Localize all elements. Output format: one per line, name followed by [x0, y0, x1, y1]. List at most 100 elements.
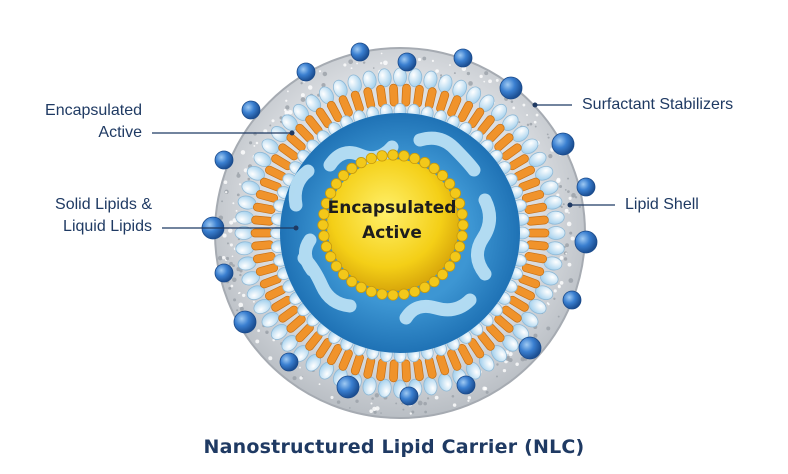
solid-lipid-chain	[338, 95, 353, 117]
solid-lipid-chain	[338, 349, 353, 371]
leader-dot	[293, 225, 299, 231]
shell-speckle	[526, 114, 529, 117]
shell-speckle	[271, 119, 275, 123]
label-lipid-shell: Lipid Shell	[625, 194, 699, 216]
phospholipid-bead	[528, 151, 547, 167]
shell-speckle	[568, 196, 572, 200]
shell-speckle	[479, 74, 483, 79]
core-bead	[436, 268, 449, 281]
shell-speckle	[495, 78, 499, 82]
shell-speckle	[236, 193, 240, 197]
core-bead	[449, 187, 461, 199]
shell-speckle	[564, 189, 567, 191]
shell-speckle	[380, 62, 383, 65]
shell-speckle	[322, 71, 328, 77]
shell-speckle	[300, 93, 305, 98]
shell-speckle	[222, 233, 227, 238]
shell-speckle	[299, 376, 303, 380]
phospholipid-bead	[535, 165, 554, 181]
shell-speckle	[533, 120, 537, 124]
shell-speckle	[535, 113, 539, 117]
shell-speckle	[226, 242, 229, 245]
core-bead	[317, 219, 329, 231]
shell-speckle	[228, 228, 233, 233]
surfactant-ball	[562, 290, 582, 310]
shell-speckle	[566, 221, 572, 227]
core-bead	[409, 285, 421, 298]
shell-speckle	[567, 262, 572, 267]
shell-speckle	[349, 407, 351, 409]
solid-lipid-chain	[457, 100, 474, 122]
solid-lipid-chain	[250, 228, 274, 238]
shell-speckle	[336, 400, 341, 404]
shell-speckle	[431, 59, 435, 62]
shell-speckle	[287, 109, 293, 115]
core-bead	[428, 162, 440, 174]
shell-speckle	[559, 256, 564, 260]
phospholipid-bead	[362, 376, 377, 396]
shell-speckle	[395, 402, 398, 405]
shell-speckle	[383, 60, 388, 66]
phospholipid-bead	[261, 138, 279, 155]
shell-speckle	[229, 261, 233, 266]
shell-speckle	[496, 375, 498, 378]
shell-speckle	[568, 212, 570, 214]
shell-speckle	[534, 125, 537, 128]
shell-speckle	[380, 52, 383, 55]
shell-speckle	[370, 402, 373, 405]
phospholipid-bead	[423, 70, 438, 90]
solid-lipid-chain	[251, 215, 274, 226]
solid-lipid-chain	[255, 190, 279, 203]
solid-lipid-chain	[526, 240, 549, 251]
phospholipid-bead	[253, 299, 272, 315]
shell-speckle	[380, 412, 382, 414]
core-bead	[428, 276, 440, 288]
solid-lipid-chain	[326, 344, 343, 366]
shell-speckle	[285, 105, 290, 110]
shell-speckle	[300, 97, 306, 102]
solid-lipid-chain	[286, 314, 306, 333]
shell-speckle	[318, 383, 321, 386]
solid-lipid-chain	[278, 305, 299, 323]
shell-speckle	[515, 362, 519, 366]
solid-lipid-chain	[501, 143, 522, 161]
surfactant-ball	[336, 375, 360, 399]
core-bead	[346, 162, 358, 174]
shell-speckle	[468, 81, 473, 86]
shell-speckle	[565, 243, 569, 248]
shell-speckle	[238, 302, 244, 308]
shell-speckle	[232, 277, 237, 283]
label-surfactant-stabilizers: Surfactant Stabilizers	[582, 94, 733, 116]
surfactant-ball	[518, 336, 542, 360]
phospholipid-bead	[521, 311, 539, 328]
phospholipid-bead	[423, 376, 438, 396]
phospholipid-bead	[535, 285, 554, 301]
shell-speckle	[263, 129, 268, 134]
phospholipid-bead	[377, 378, 392, 398]
core-bead	[376, 150, 388, 162]
shell-speckle	[232, 202, 235, 205]
core-bead	[337, 169, 350, 182]
shell-speckle	[578, 205, 581, 209]
shell-speckle	[488, 79, 492, 84]
shell-speckle	[409, 412, 412, 415]
shell-speckle	[233, 298, 237, 302]
core-bead	[318, 230, 330, 242]
shell-speckle	[238, 183, 242, 186]
phospholipid-bead	[512, 126, 530, 143]
core-bead	[436, 169, 449, 182]
phospholipid-bead	[261, 311, 279, 328]
shell-speckle	[225, 256, 230, 261]
shell-speckle	[569, 231, 573, 235]
surfactant-ball	[241, 100, 261, 120]
shell-speckle	[231, 255, 234, 258]
shell-speckle	[229, 220, 234, 225]
core-bead	[318, 208, 330, 220]
shell-speckle	[522, 103, 526, 107]
core-bead	[320, 241, 333, 253]
shell-speckle	[483, 80, 486, 83]
surfactant-ball	[551, 132, 575, 156]
shell-speckle	[508, 357, 513, 363]
shell-speckle	[221, 255, 226, 260]
phospholipid-bead	[408, 68, 423, 88]
